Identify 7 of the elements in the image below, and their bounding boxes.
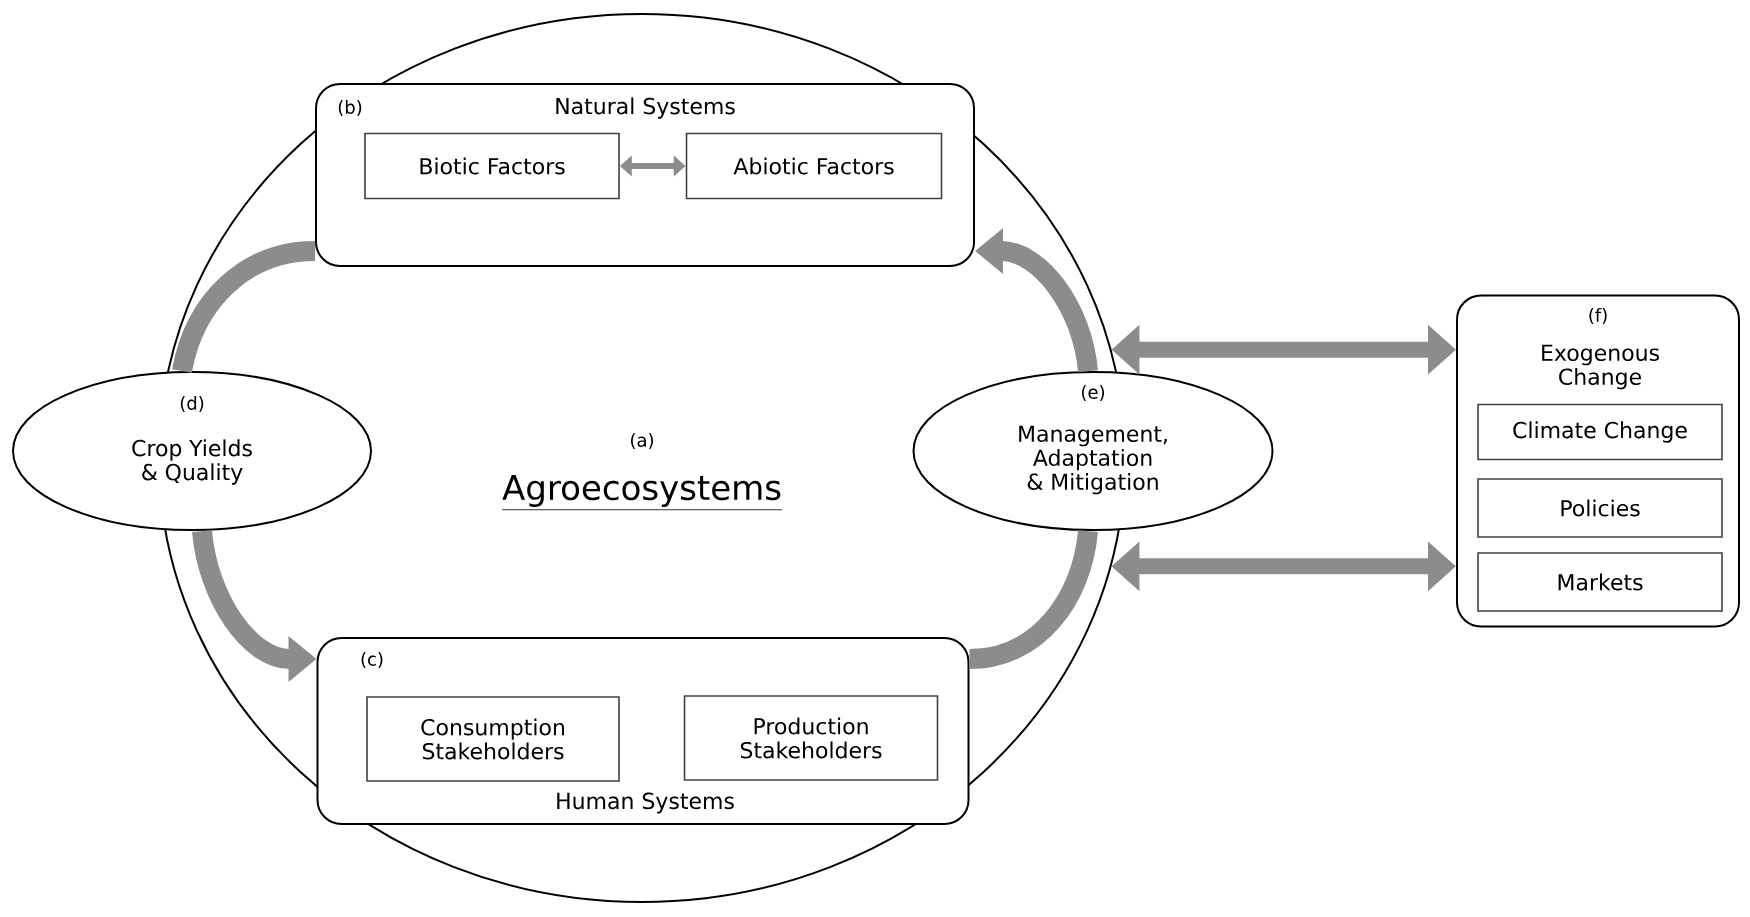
driver-item-box: Climate Change [1477, 403, 1723, 461]
factor-box: Abiotic Factors [685, 132, 943, 200]
stakeholder-box: Consumption Stakeholders [366, 696, 620, 782]
driver-item-box: Markets [1477, 552, 1723, 612]
factor-box: Biotic Factors [364, 132, 620, 200]
stakeholder-box: Production Stakeholders [683, 695, 939, 781]
driver-item-box: Policies [1477, 478, 1723, 538]
